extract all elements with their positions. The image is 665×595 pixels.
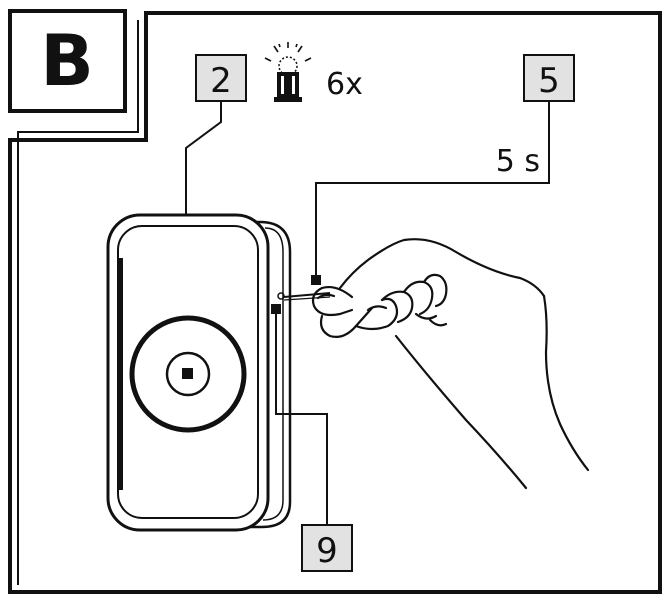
leader-5-endpoint [311, 275, 321, 285]
hold-duration: 5 s [496, 144, 540, 179]
callout-9: 9 [301, 524, 353, 572]
callout-2: 2 [195, 54, 247, 102]
hand-illustration [311, 238, 590, 490]
callout-5-number: 5 [538, 61, 560, 101]
leader-2-endpoint [182, 368, 193, 379]
leader-9-endpoint [271, 304, 281, 314]
panel-letter: B [40, 20, 93, 102]
callout-5: 5 [523, 54, 575, 102]
device-button [129, 315, 247, 433]
device [106, 213, 292, 532]
panel-frame-inner [17, 20, 139, 585]
pin-tool [283, 292, 331, 298]
leader-line-9 [275, 312, 328, 525]
callout-9-number: 9 [316, 531, 338, 571]
blink-count: 6x [326, 67, 363, 102]
blinking-light-icon [264, 42, 312, 102]
callout-2-number: 2 [210, 61, 232, 101]
panel-letter-box: B [8, 9, 127, 113]
leader-line-5 [315, 101, 550, 278]
panel-frame [8, 11, 662, 594]
